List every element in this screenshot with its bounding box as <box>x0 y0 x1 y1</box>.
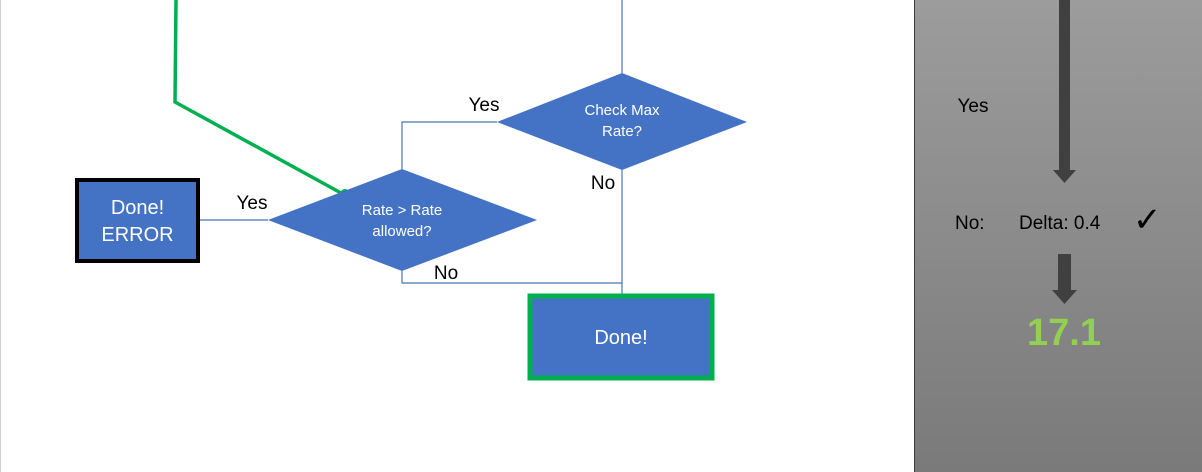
terminal-done-error-line1: Done! <box>111 197 164 219</box>
side-yes-label: Yes <box>958 96 989 117</box>
connector-rate-no <box>401 271 622 284</box>
top-arrow-shaft <box>1059 0 1070 172</box>
bottom-arrow-head <box>1052 290 1077 304</box>
side-panel: Yes No: Delta: 0.4 ✓ 17.1 <box>914 0 1202 472</box>
connectors <box>200 0 623 294</box>
edge-label-rate-yes: Yes <box>237 193 268 214</box>
decision-check-max-rate-line2: Rate? <box>602 123 642 140</box>
top-arrow-head <box>1053 170 1076 183</box>
highlight-path <box>173 0 342 195</box>
edge-label-rate-no: No <box>434 263 458 284</box>
result-value: 17.1 <box>1027 312 1101 354</box>
decision-rate-allowed <box>268 169 537 271</box>
decision-check-max-rate <box>497 73 747 170</box>
side-panel-background <box>914 0 1202 472</box>
bottom-arrow-shaft <box>1058 254 1071 292</box>
decision-rate-allowed-line2: allowed? <box>372 223 431 240</box>
terminal-done-error-line2: ERROR <box>101 224 173 246</box>
decision-check-max-rate-line1: Check Max <box>584 102 660 119</box>
side-delta-label: Delta: 0.4 <box>1019 213 1101 234</box>
edge-label-check-max-yes: Yes <box>469 95 500 116</box>
terminal-done-error <box>75 178 200 263</box>
checkmark-icon: ✓ <box>1133 201 1162 239</box>
side-no-label: No: <box>955 213 985 234</box>
decision-rate-allowed-line1: Rate > Rate <box>362 202 442 219</box>
connector-check-max-yes <box>401 121 497 169</box>
edge-label-check-max-no: No <box>591 173 615 194</box>
terminal-done-label: Done! <box>594 327 647 349</box>
terminal-done <box>527 293 715 381</box>
